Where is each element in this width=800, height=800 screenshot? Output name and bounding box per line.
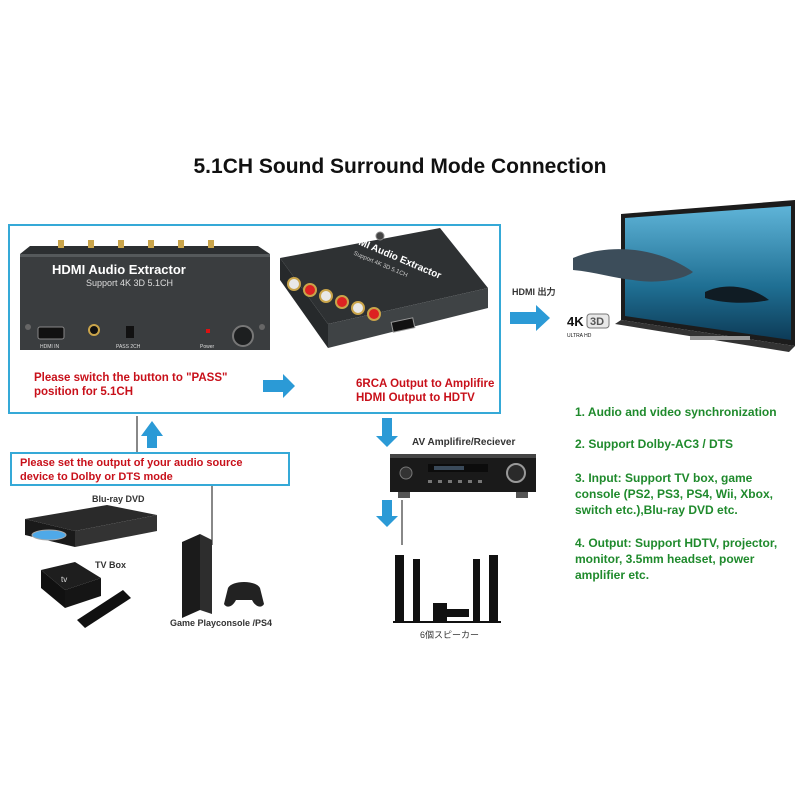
extractor-front-image: HDMI Audio Extractor Support 4K 3D 5.1CH… bbox=[20, 240, 270, 350]
hdmi-out-port bbox=[390, 317, 416, 333]
arrow-up-source bbox=[141, 421, 163, 448]
power-label: Power bbox=[200, 344, 215, 350]
extractor-frame bbox=[8, 224, 501, 414]
output-note-line1: 6RCA Output to Amplifire bbox=[356, 378, 495, 390]
tv-4k-badge: 4K bbox=[567, 314, 584, 329]
bluray-label: Blu-ray DVD bbox=[92, 494, 145, 504]
speaker-tower-4 bbox=[489, 555, 498, 621]
center-speaker bbox=[447, 609, 469, 617]
switch-note-line2: position for 5.1CH bbox=[34, 386, 134, 398]
page-title: 5.1CH Sound Surround Mode Connection bbox=[193, 155, 607, 178]
source-note-line1: Please set the output of your audio sour… bbox=[20, 457, 243, 469]
extractor-front-name: HDMI Audio Extractor bbox=[52, 262, 186, 277]
pass-switch-label: PASS 2CH bbox=[116, 344, 141, 350]
arrow-right-tv bbox=[510, 305, 550, 331]
tvbox-label: TV Box bbox=[95, 560, 127, 570]
arrow-down-amplifier bbox=[376, 418, 398, 447]
output-note-line2: HDMI Output to HDTV bbox=[356, 392, 475, 404]
volume-knob bbox=[232, 325, 254, 347]
tv-3d-badge: 3D bbox=[590, 316, 604, 328]
ps4-image bbox=[182, 534, 264, 618]
speaker-tower-3 bbox=[473, 559, 480, 621]
controller-icon bbox=[224, 582, 264, 607]
hdmi-in-label: HDMI IN bbox=[40, 344, 60, 350]
pass-switch bbox=[126, 326, 134, 338]
hdmi-in-port bbox=[37, 326, 65, 340]
speakers-image bbox=[393, 555, 501, 623]
amplifier-image bbox=[390, 454, 536, 498]
dolphin-shape bbox=[573, 249, 693, 282]
power-led bbox=[206, 329, 210, 333]
switch-note-line1: Please switch the button to "PASS" bbox=[34, 372, 228, 384]
extractor-back-image: HDMI Audio Extractor Support 4K 3D 5.1CH bbox=[280, 228, 488, 348]
remote-icon bbox=[77, 590, 131, 628]
hdmi-output-label: HDMI 出力 bbox=[512, 287, 556, 297]
headphone-jack bbox=[88, 324, 100, 336]
disc-icon bbox=[31, 529, 67, 541]
feature-2: 2. Support Dolby-AC3 / DTS bbox=[575, 437, 734, 451]
extractor-front-sub: Support 4K 3D 5.1CH bbox=[86, 278, 173, 288]
amplifier-label: AV Amplifire/Reciever bbox=[412, 437, 516, 448]
rca-jacks bbox=[287, 277, 381, 321]
bluray-image bbox=[25, 505, 157, 547]
speaker-tower-1 bbox=[395, 555, 404, 621]
source-notice-box: Please set the output of your audio sour… bbox=[10, 452, 290, 486]
feature-1: 1. Audio and video synchronization bbox=[575, 405, 777, 419]
tv-ultra-hd: ULTRA HD bbox=[567, 333, 592, 339]
feature-4: 4. Output: Support HDTV, projector, moni… bbox=[575, 536, 778, 582]
tv-image: 4K 3D ULTRA HD bbox=[567, 200, 795, 352]
speakers-label: 6個スピーカー bbox=[420, 630, 480, 640]
diver-shape bbox=[705, 286, 769, 303]
appletv-mark: tv bbox=[61, 575, 67, 584]
source-note-line2: device to Dolby or DTS mode bbox=[20, 471, 173, 483]
arrow-down-speakers bbox=[376, 500, 398, 527]
tvbox-image: tv bbox=[41, 562, 131, 628]
subwoofer bbox=[433, 603, 447, 621]
feature-3: 3. Input: Support TV box, game console (… bbox=[575, 471, 773, 517]
speaker-tower-2 bbox=[413, 559, 420, 621]
console-label: Game Playconsole /PS4 bbox=[170, 618, 273, 628]
